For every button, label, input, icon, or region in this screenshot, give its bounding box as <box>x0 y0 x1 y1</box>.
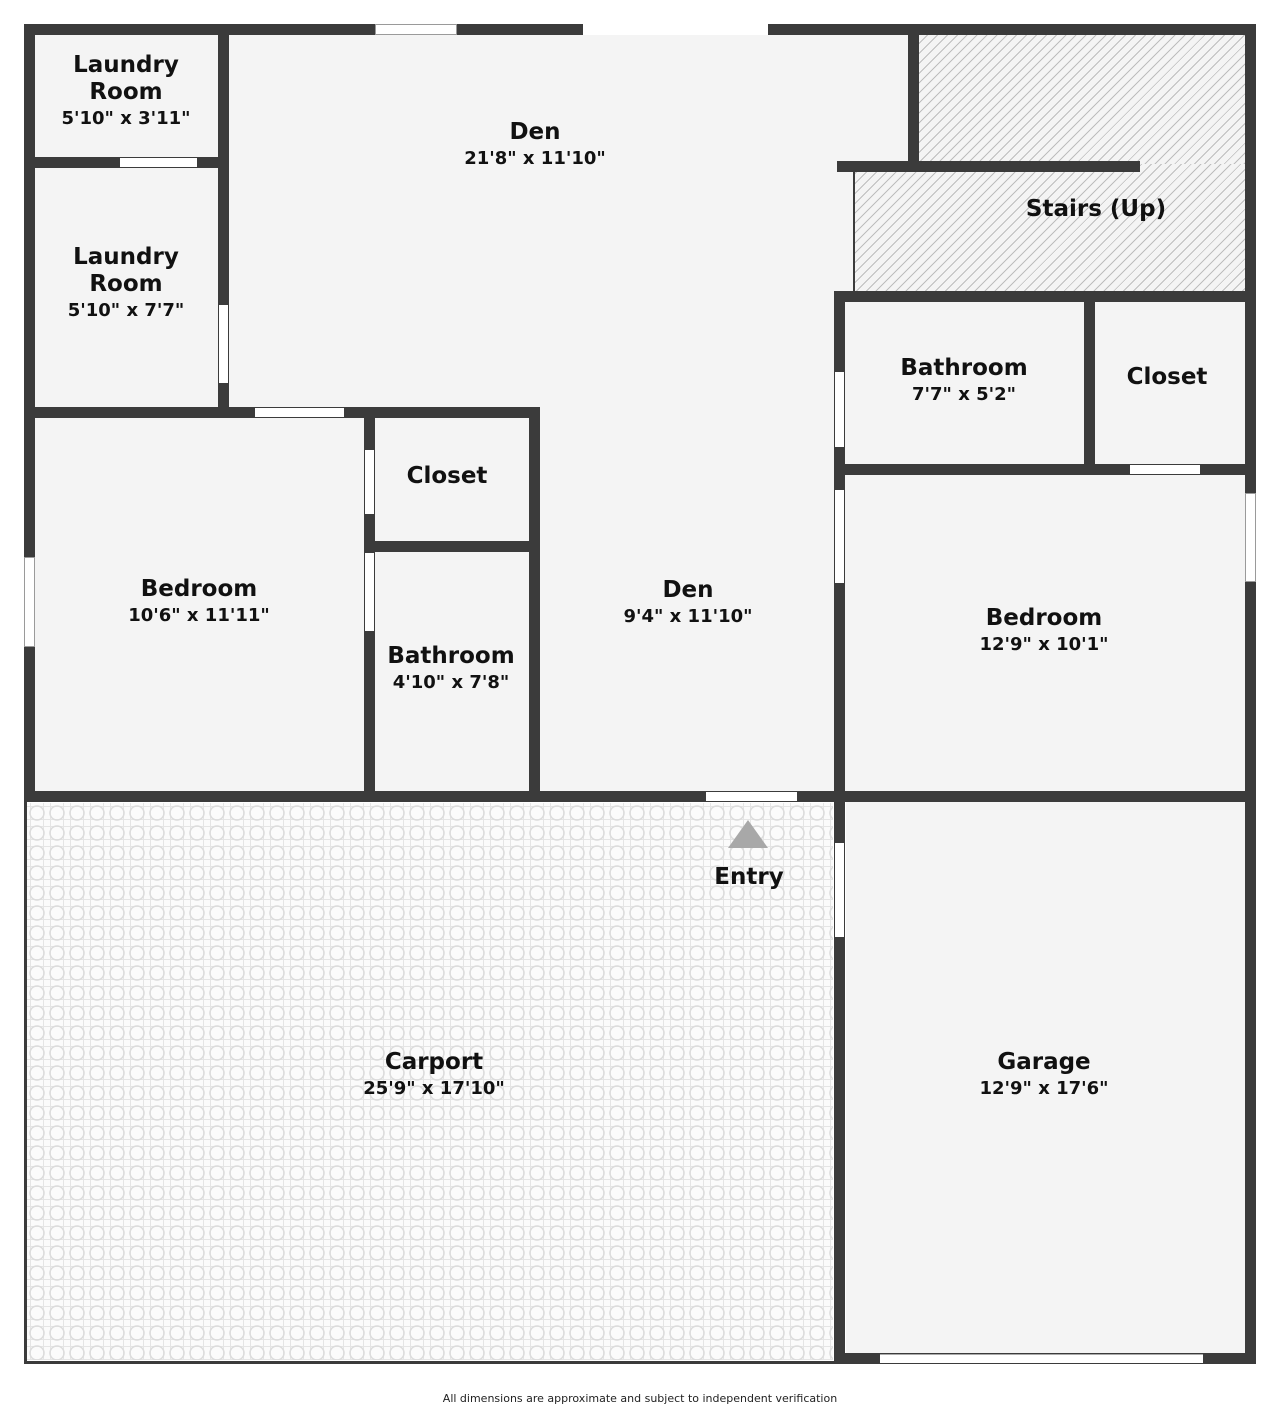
room-name: Laundry <box>73 244 179 270</box>
room-dimensions: 5'10" x 3'11" <box>61 108 191 130</box>
disclaimer: All dimensions are approximate and subje… <box>442 1392 838 1405</box>
door-laundry-divider[interactable] <box>120 158 197 167</box>
door-bathroom-right[interactable] <box>835 372 844 447</box>
room-dimensions: 12'9" x 17'6" <box>979 1078 1109 1100</box>
door-closet-right[interactable] <box>1130 465 1200 474</box>
garage-door[interactable] <box>880 1354 1203 1363</box>
wall-left-carport <box>24 800 27 1364</box>
wall-bottom-carport <box>24 1361 836 1364</box>
room-name: Bedroom <box>140 576 258 602</box>
room-name: Stairs (Up) <box>1025 196 1167 222</box>
room-label-den-1: Den 21'8" x 11'10" <box>464 119 606 169</box>
room-label-closet-1: Closet <box>1127 364 1208 391</box>
room-name: Room <box>89 271 163 298</box>
wall-closet-bath-divider <box>364 541 540 552</box>
door-closet-left[interactable] <box>365 450 374 514</box>
wall-bath-closet-divider <box>1084 291 1095 475</box>
wall-stairs-bottom <box>834 291 1256 302</box>
room-dimensions: 10'6" x 11'11" <box>128 605 270 627</box>
room-name: Den <box>509 119 561 145</box>
entry-arrow-icon <box>728 820 768 848</box>
room-label-bedroom-2: Bedroom 12'9" x 10'1" <box>979 605 1108 655</box>
room-label-bedroom-1: Bedroom 10'6" x 11'11" <box>128 576 270 626</box>
wall-right-cluster-left <box>834 291 845 1364</box>
window-bedroom-right <box>1245 493 1256 582</box>
room-name: Den <box>662 577 714 603</box>
room-name: Closet <box>1126 364 1208 390</box>
room-name: Laundry <box>73 52 179 78</box>
stairs-hatch-lower <box>854 164 1246 292</box>
door-bathroom-left[interactable] <box>365 553 374 631</box>
stairs-hatch-upper <box>918 34 1246 164</box>
door-bedroom-top[interactable] <box>255 408 344 417</box>
garage-floor <box>846 802 1246 1356</box>
room-dimensions: 4'10" x 7'8" <box>392 672 510 694</box>
room-label-carport: Carport 25'9" x 17'10" <box>363 1049 505 1099</box>
wall-right <box>1245 24 1256 1364</box>
wall-stairs-horizontal <box>837 161 1140 172</box>
carport-tile-floor <box>27 803 833 1360</box>
room-name: Room <box>89 79 163 106</box>
room-label-closet-2: Closet <box>407 463 488 490</box>
door-laundry-den[interactable] <box>219 305 228 383</box>
entry-door[interactable] <box>706 792 797 801</box>
room-label-bathroom-1: Bathroom 7'7" x 5'2" <box>900 355 1027 405</box>
room-label-stairs: Stairs (Up) <box>1026 196 1166 223</box>
room-name: Closet <box>406 463 488 489</box>
wall-stairs-edge <box>853 172 855 292</box>
entry-label: Entry <box>714 864 783 891</box>
room-label-laundry-2: Laundry Room 5'10" x 7'7" <box>68 244 185 321</box>
entry-text: Entry <box>714 864 784 890</box>
room-name: Bedroom <box>985 605 1103 631</box>
wall-carport-top <box>24 791 1256 802</box>
wall-closet-bath-right <box>529 407 540 801</box>
window-bedroom-left <box>24 557 35 647</box>
room-name: Garage <box>997 1049 1091 1075</box>
wall-laundry-right <box>218 24 229 418</box>
room-label-bathroom-2: Bathroom 4'10" x 7'8" <box>387 643 514 693</box>
room-label-den-2: Den 9'4" x 11'10" <box>623 577 752 627</box>
window-top-den <box>375 24 457 35</box>
room-dimensions: 21'8" x 11'10" <box>464 148 606 170</box>
room-dimensions: 25'9" x 17'10" <box>363 1078 505 1100</box>
room-dimensions: 9'4" x 11'10" <box>623 606 753 628</box>
room-name: Bathroom <box>900 355 1028 381</box>
room-dimensions: 12'9" x 10'1" <box>979 634 1109 656</box>
room-name: Carport <box>384 1049 484 1075</box>
opening-top-den <box>583 24 768 35</box>
room-label-garage: Garage 12'9" x 17'6" <box>979 1049 1108 1099</box>
room-label-laundry-1: Laundry Room 5'10" x 3'11" <box>61 52 190 129</box>
door-garage[interactable] <box>835 843 844 937</box>
wall-stairs-vertical <box>908 24 919 164</box>
room-dimensions: 5'10" x 7'7" <box>67 300 185 322</box>
wall-bath-bedroom-divider <box>834 464 1256 475</box>
door-bedroom-right[interactable] <box>835 490 844 583</box>
room-dimensions: 7'7" x 5'2" <box>911 384 1017 406</box>
room-name: Bathroom <box>387 643 515 669</box>
